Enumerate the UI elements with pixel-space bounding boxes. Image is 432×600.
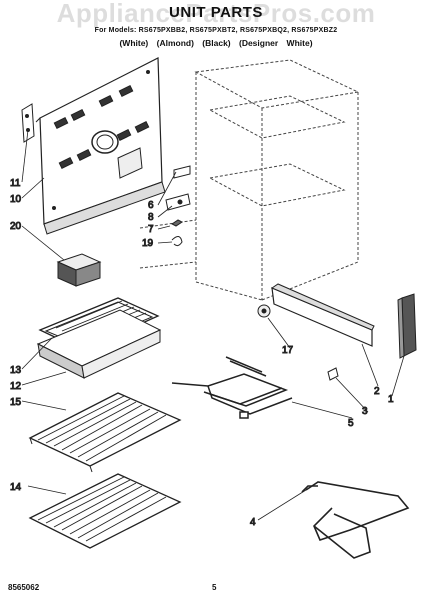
callout-20: 20 (10, 221, 22, 232)
callout-7: 7 (148, 224, 154, 235)
doc-number: 8565062 (8, 583, 40, 592)
watermark: AppliancePartsPros.com (56, 0, 376, 28)
callout-5: 5 (348, 418, 354, 429)
callout-1: 1 (388, 394, 394, 405)
callout-12: 12 (10, 381, 22, 392)
color-list: (White) (Almond) (Black) (Designer White… (119, 38, 313, 48)
callout-8: 8 (148, 212, 154, 223)
callout-10: 10 (10, 194, 22, 205)
side-rail (257, 283, 375, 381)
callout-19: 19 (142, 238, 154, 249)
callout-2: 2 (374, 386, 380, 397)
callout-4: 4 (250, 517, 256, 528)
model-list: For Models: RS675PXBB2, RS675PXBT2, RS67… (94, 27, 338, 34)
callout-11: 11 (10, 178, 21, 189)
callout-6: 6 (148, 200, 154, 211)
callout-15: 15 (10, 397, 22, 408)
callout-14: 14 (10, 482, 22, 493)
callout-3: 3 (362, 406, 368, 417)
callout-labels: 11 10 6 8 7 19 20 13 12 17 15 2 5 3 1 14… (10, 178, 395, 529)
bake-element (171, 356, 293, 419)
oven-rack-lower (28, 473, 182, 549)
rear-panel (35, 57, 166, 235)
part-block-20 (56, 253, 102, 287)
oven-cavity-outline (139, 59, 360, 301)
part-bracket-11 (21, 103, 35, 143)
leader-lines (21, 129, 405, 521)
side-trim-1 (397, 293, 417, 359)
callout-17: 17 (282, 345, 294, 356)
broil-element (301, 481, 410, 559)
page-title: UNIT PARTS (169, 4, 263, 21)
oven-rack-upper (28, 392, 182, 473)
small-parts (165, 165, 191, 247)
page-number: 5 (212, 583, 217, 592)
broiler-pan (36, 297, 162, 379)
callout-13: 13 (10, 365, 22, 376)
